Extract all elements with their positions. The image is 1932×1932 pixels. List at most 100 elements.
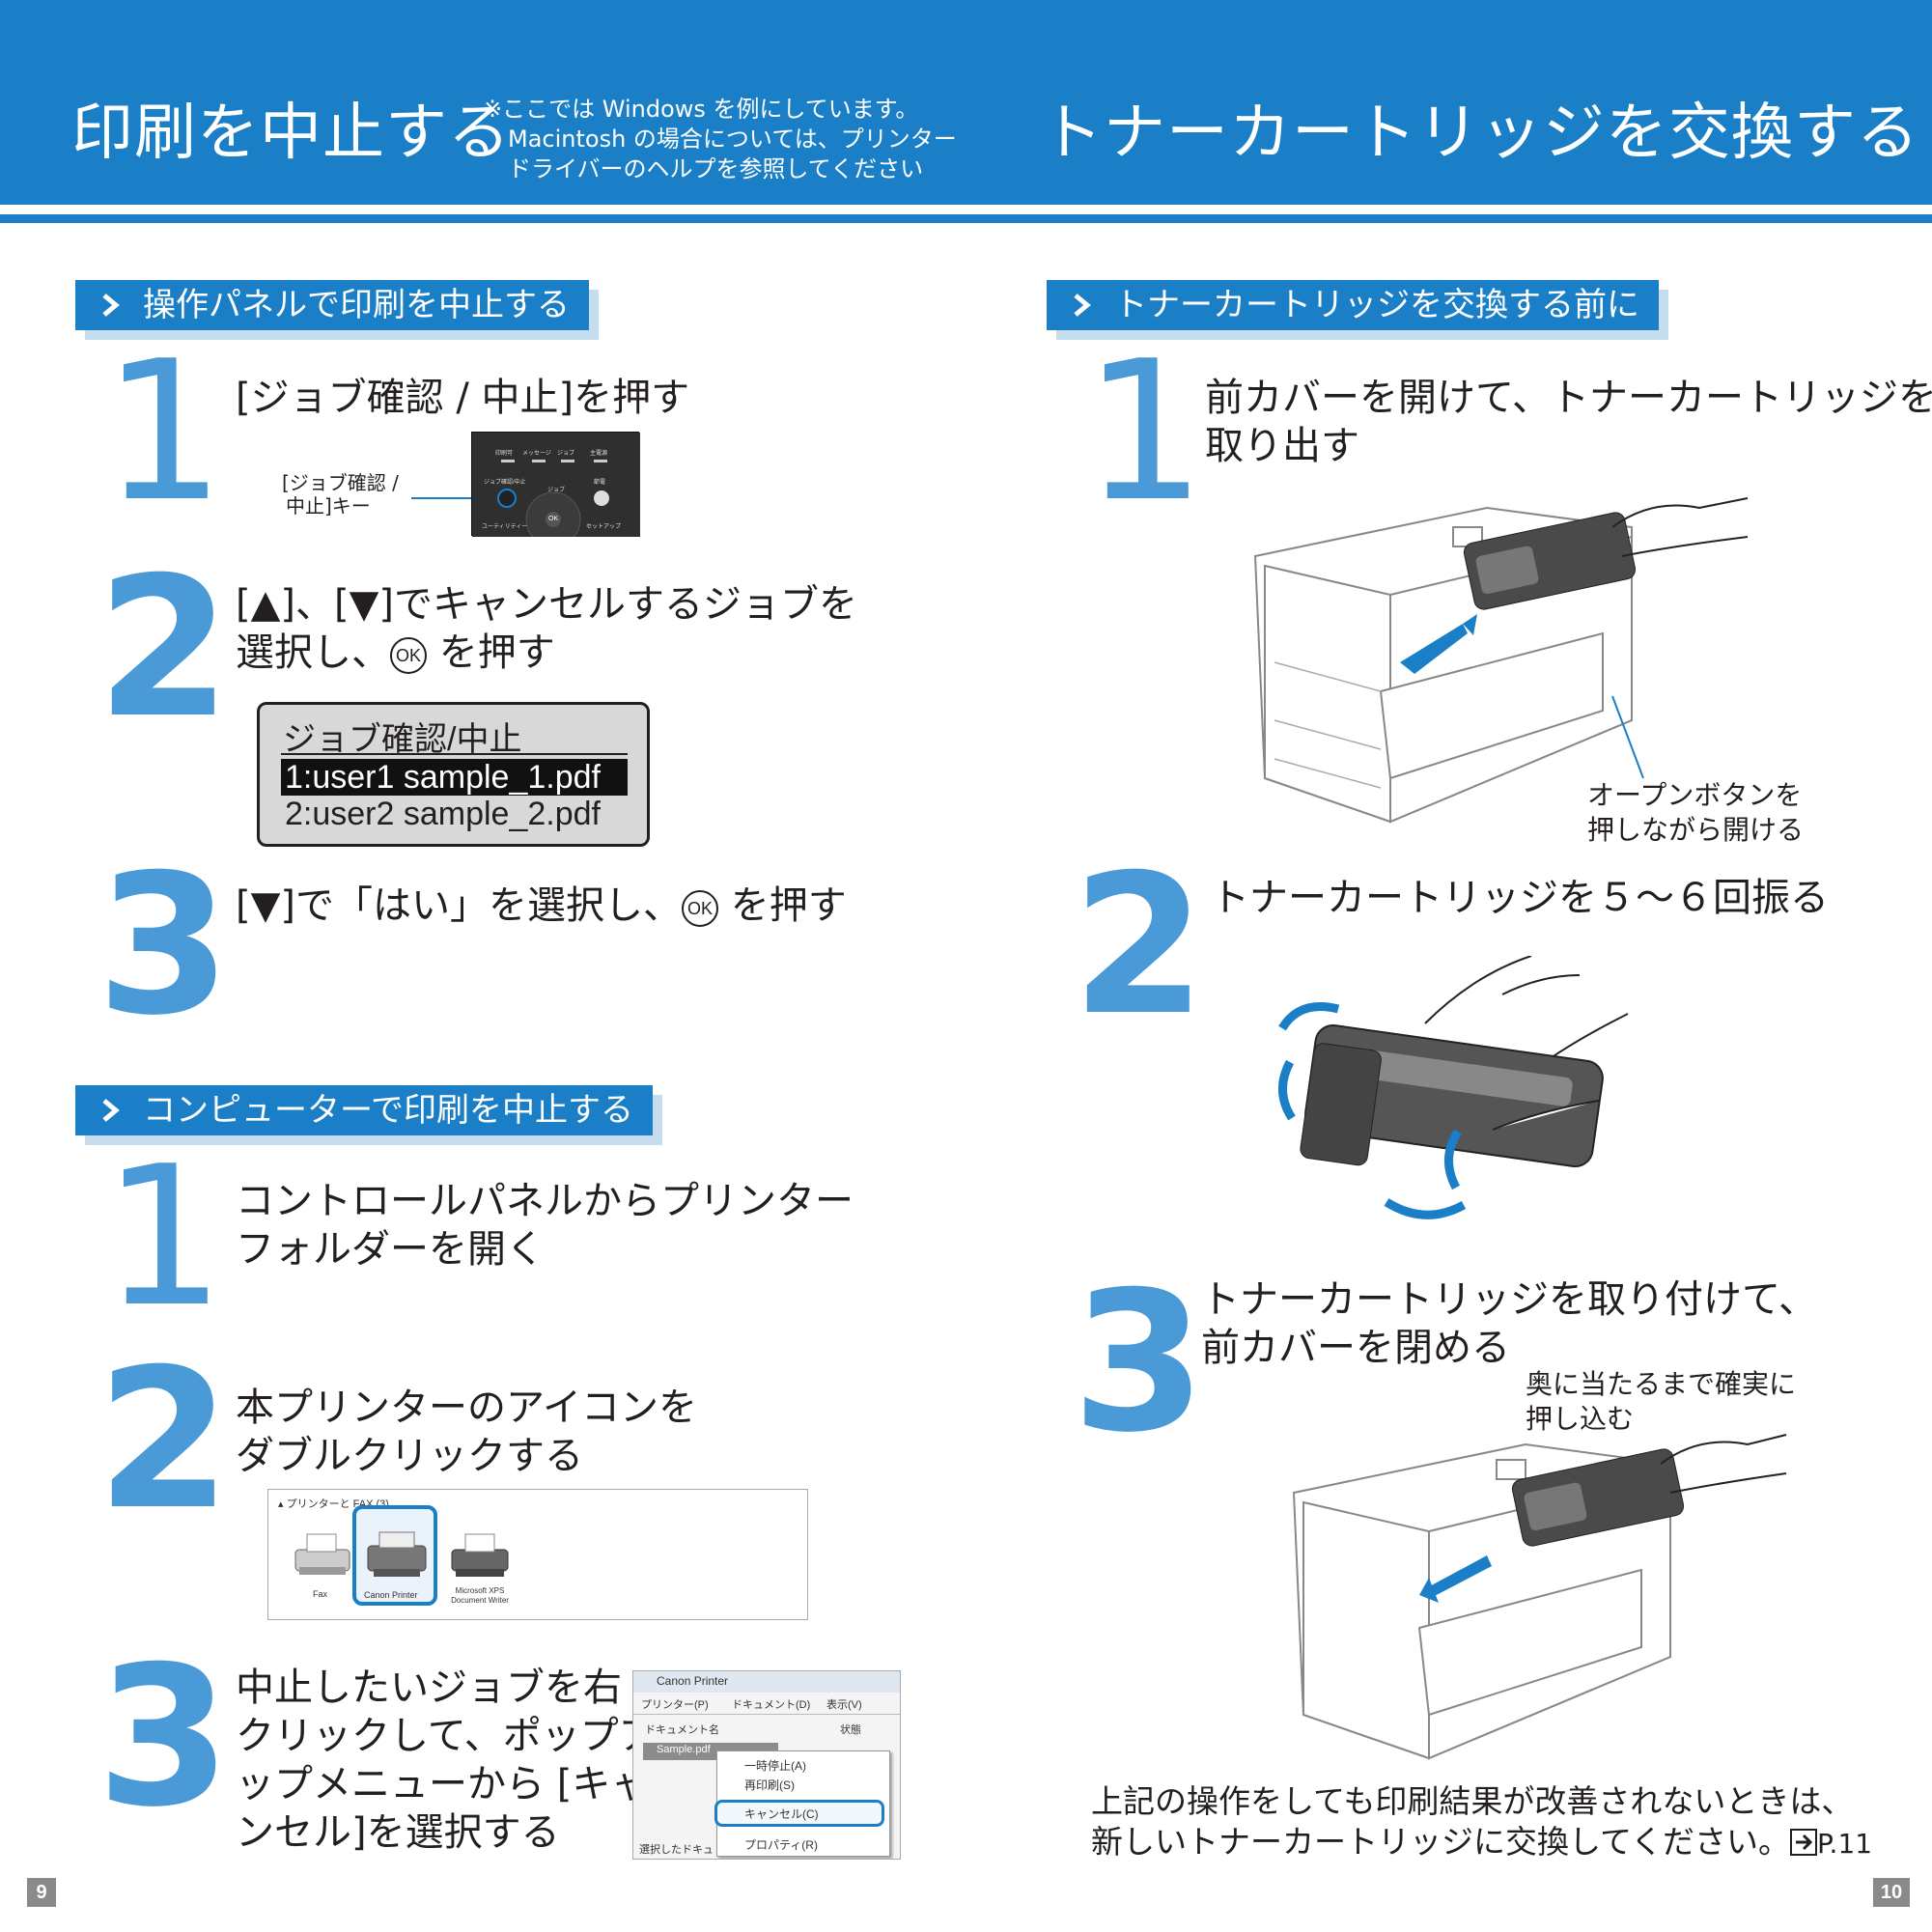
- callout-label-line1: [ジョブ確認 /: [282, 471, 399, 494]
- step-text-line1: トナーカートリッジを取り付けて、: [1201, 1277, 1817, 1322]
- printer-remove-cartridge-illustration: [1253, 497, 1749, 824]
- panel-label: ジョブ: [557, 451, 575, 457]
- bottom-note-line1: 上記の操作をしても印刷結果が改善されないときは、: [1091, 1782, 1854, 1820]
- panel-label: OK: [548, 516, 559, 522]
- step-text-line4: ンセル]を選択する: [236, 1810, 560, 1855]
- printers-folder-screenshot: ▴ プリンターと FAX (3) Fax Canon Printer Micro…: [267, 1489, 808, 1620]
- print-queue-window-screenshot: Canon Printer プリンター(P) ドキュメント(D) 表示(V) ド…: [632, 1670, 901, 1860]
- lcd-row-selected: 1:user1 sample_1.pdf: [281, 759, 628, 796]
- panel-label: ユーティリティー: [482, 524, 528, 530]
- page-reference-link[interactable]: P.11: [1817, 1828, 1873, 1860]
- menu-item-cancel[interactable]: キャンセル(C): [744, 1807, 819, 1821]
- step-text-post: を押す: [730, 883, 847, 928]
- context-menu: 一時停止(A) 再印刷(S) キャンセル(C) プロパティ(R): [714, 1750, 890, 1857]
- step-text-line1: コントロールパネルからプリンター: [236, 1179, 854, 1223]
- menu-item-properties[interactable]: プロパティ(R): [744, 1838, 818, 1852]
- panel-label: ジョブ: [547, 488, 566, 493]
- step-number: 3: [97, 1625, 232, 1850]
- panel-label: セットアップ: [586, 524, 622, 530]
- windows-note: ※ここでは Windows を例にしています。 Macintosh の場合につい…: [483, 95, 957, 184]
- step-number: 1: [102, 320, 226, 545]
- step-text-line1: 前カバーを開けて、トナーカートリッジを: [1205, 376, 1932, 420]
- header-band: 印刷を中止する ※ここでは Windows を例にしています。 Macintos…: [0, 0, 1932, 205]
- panel-label: ジョブ確認/中止: [484, 480, 526, 486]
- bottom-note-line2-text: 新しいトナーカートリッジに交換してください。: [1091, 1823, 1791, 1861]
- section-title: トナーカートリッジを交換する前に: [1114, 286, 1639, 324]
- shake-cartridge-illustration: [1277, 956, 1629, 1219]
- lcd-divider: [281, 753, 628, 755]
- page-number-left: 9: [27, 1878, 56, 1907]
- menu-item-pause[interactable]: 一時停止(A): [744, 1759, 806, 1773]
- windows-note-line2: Macintosh の場合については、プリンター: [508, 126, 957, 153]
- step-text: [ジョブ確認 / 中止]を押す: [236, 376, 690, 420]
- panel-label: 節電: [594, 480, 606, 486]
- lcd-row: 2:user2 sample_2.pdf: [285, 796, 601, 832]
- menu-document[interactable]: ドキュメント(D): [732, 1699, 811, 1711]
- ok-key-icon: OK: [681, 890, 718, 927]
- ok-key-icon: OK: [390, 637, 427, 674]
- panel-label: 主電源: [590, 451, 608, 457]
- xps-printer-icon[interactable]: [442, 1528, 519, 1586]
- panel-label: 印刷可: [495, 451, 514, 457]
- icon-label: Canon Printer: [364, 1590, 418, 1600]
- section-header-before-replacing: トナーカートリッジを交換する前に: [1047, 280, 1659, 330]
- printer-icon: [367, 1531, 427, 1577]
- right-page-title: トナーカートリッジを交換する: [1041, 98, 1919, 169]
- panel-label: メッセージ: [522, 451, 551, 457]
- section-header-computer: コンピューターで印刷を中止する: [75, 1085, 653, 1135]
- step-number: 1: [102, 1125, 226, 1350]
- section-header-operation-panel: 操作パネルで印刷を中止する: [75, 280, 589, 330]
- control-panel-drawing: [472, 433, 640, 547]
- menu-printer[interactable]: プリンター(P): [641, 1699, 709, 1711]
- step-text-line2: 取り出す: [1205, 424, 1359, 468]
- step-text-line2: フォルダーを開く: [236, 1227, 545, 1272]
- chevron-right-icon: [102, 1099, 120, 1122]
- icon-label: Microsoft XPS Document Writer: [451, 1586, 509, 1605]
- column-document-name: ドキュメント名: [645, 1724, 719, 1736]
- lcd-display: ジョブ確認/中止 1:user1 sample_1.pdf 2:user2 sa…: [257, 702, 650, 847]
- callout-label-line2: 中止]キー: [286, 494, 371, 518]
- step-text-line1: 中止したいジョブを右: [236, 1666, 622, 1710]
- left-page-title: 印刷を中止する: [71, 98, 511, 169]
- windows-note-line1: ※ここでは Windows を例にしています。: [483, 96, 919, 123]
- callout-push-in-line1: 奥に当たるまで確実に: [1526, 1368, 1797, 1400]
- step-text-line1: 本プリンターのアイコンを: [236, 1386, 697, 1430]
- callout-push-in-line2: 押し込む: [1526, 1403, 1635, 1435]
- icon-label: Fax: [313, 1589, 328, 1599]
- page-number-right: 10: [1873, 1878, 1910, 1907]
- windows-note-line3: ドライバーのヘルプを参照してください: [508, 155, 924, 182]
- menu-item-cancel-highlight[interactable]: [714, 1800, 884, 1827]
- section-title: コンピューターで印刷を中止する: [143, 1091, 633, 1130]
- bottom-note: 上記の操作をしても印刷結果が改善されないときは、 新しいトナーカートリッジに交換…: [1091, 1781, 1872, 1864]
- menu-view[interactable]: 表示(V): [826, 1699, 862, 1711]
- callout-open-button-line1: オープンボタンを: [1587, 779, 1803, 811]
- canon-printer-icon-selected[interactable]: Canon Printer: [352, 1505, 437, 1606]
- callout-open-button-line2: 押しながら開ける: [1587, 814, 1805, 846]
- status-bar-text: 選択したドキュ: [639, 1844, 714, 1856]
- step-text-pre: [▼]で「はい」を選択し、: [236, 883, 682, 928]
- step-text: [▼]で「はい」を選択し、OK を押す: [236, 881, 847, 931]
- step-text-line2-post: を押す: [438, 630, 555, 675]
- divider: [633, 1714, 900, 1715]
- menu-item-restart[interactable]: 再印刷(S): [744, 1778, 795, 1792]
- step-text-line2: 前カバーを閉める: [1201, 1326, 1510, 1370]
- control-panel-image: 印刷可 メッセージ ジョブ 主電源 ジョブ確認/中止 ジョブ 節電 ユーティリテ…: [471, 432, 640, 547]
- step-text-line2: 選択し、OK を押す: [236, 628, 555, 678]
- step-text-line2-pre: 選択し、: [236, 630, 390, 675]
- step-number: 1: [1083, 320, 1207, 545]
- fax-icon[interactable]: [286, 1528, 363, 1586]
- step-text-line2: ダブルクリックする: [236, 1434, 583, 1478]
- printer-insert-cartridge-illustration: [1292, 1434, 1787, 1760]
- job-document-name: Sample.pdf: [657, 1744, 711, 1755]
- step-text: トナーカートリッジを５～６回振る: [1211, 876, 1829, 920]
- step-number: 2: [97, 536, 232, 761]
- bottom-note-line2: 新しいトナーカートリッジに交換してください。 P.11: [1091, 1822, 1872, 1864]
- chevron-right-icon: [1074, 294, 1091, 317]
- column-status: 状態: [840, 1724, 861, 1736]
- step-number: 3: [97, 833, 232, 1058]
- arrow-right-reference-icon: [1790, 1829, 1818, 1856]
- step-number: 3: [1072, 1250, 1207, 1475]
- lcd-title: ジョブ確認/中止: [283, 721, 522, 758]
- chevron-right-icon: [102, 294, 120, 317]
- step-text-line1: [▲]、[▼]でキャンセルするジョブを: [236, 582, 857, 627]
